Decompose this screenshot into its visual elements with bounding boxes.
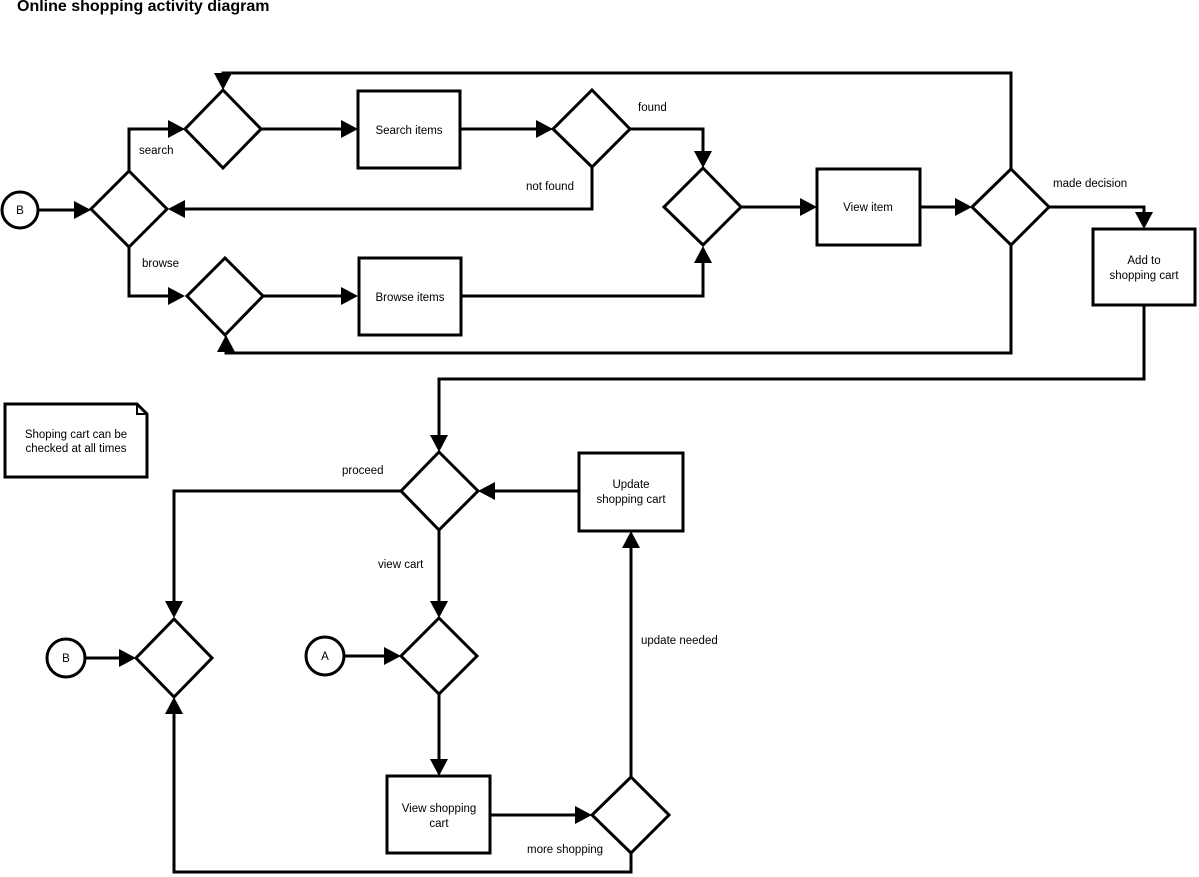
arrowhead bbox=[430, 601, 448, 618]
activity-update-cart[interactable]: Update shopping cart bbox=[577, 451, 685, 533]
activity-view-shopping-cart[interactable]: View shopping cart bbox=[385, 774, 492, 855]
activity-label-line-2: shopping cart bbox=[1109, 270, 1179, 282]
edge-label-not-found: not found bbox=[526, 181, 574, 193]
decision-browse-merge[interactable] bbox=[184, 255, 266, 338]
arrowhead bbox=[341, 120, 358, 138]
edge-proceed bbox=[172, 489, 401, 603]
arrowhead bbox=[168, 287, 185, 305]
decision-made[interactable] bbox=[969, 166, 1052, 248]
arrowhead bbox=[74, 201, 91, 219]
edge-label-proceed: proceed bbox=[342, 465, 384, 477]
edge-add-to-cart-to-cart-decision bbox=[437, 305, 1146, 437]
activity-label: Search items bbox=[375, 125, 442, 137]
arrowhead bbox=[536, 120, 553, 138]
decision-update-or-shop[interactable] bbox=[589, 774, 672, 856]
activity-label-line-1: Add to bbox=[1127, 255, 1160, 267]
edge-not-found bbox=[183, 167, 594, 211]
arrowhead bbox=[384, 647, 401, 665]
note-text-line-1: Shoping cart can be bbox=[25, 429, 127, 441]
edge-more-shopping bbox=[172, 712, 633, 874]
arrowhead bbox=[622, 531, 640, 548]
decision-view-cart-merge[interactable] bbox=[398, 615, 480, 697]
decision-view-merge[interactable] bbox=[661, 165, 744, 248]
edge-made-decision bbox=[1049, 205, 1146, 213]
arrowhead bbox=[217, 335, 235, 352]
connector-b-end[interactable]: B bbox=[45, 637, 87, 679]
arrowhead bbox=[165, 697, 183, 714]
edge-label-update-needed: update needed bbox=[641, 635, 718, 647]
arrowhead bbox=[694, 246, 712, 263]
connector-b-start[interactable]: B bbox=[0, 190, 40, 230]
edge-label-found: found bbox=[638, 102, 667, 114]
arrowhead bbox=[168, 200, 185, 218]
activity-label-line-2: cart bbox=[429, 818, 449, 830]
decision-entry[interactable] bbox=[88, 168, 170, 250]
connector-a[interactable]: A bbox=[304, 635, 346, 677]
activity-label: Browse items bbox=[375, 292, 444, 304]
diagram-title: Online shopping activity diagram bbox=[17, 0, 270, 15]
activity-label-line-1: View shopping bbox=[402, 803, 477, 815]
arrowhead bbox=[478, 482, 495, 500]
edge-label-browse: browse bbox=[142, 258, 179, 270]
note-text-line-2: checked at all times bbox=[26, 443, 127, 455]
edge-label-search: search bbox=[139, 145, 174, 157]
activity-add-to-cart[interactable]: Add to shopping cart bbox=[1091, 227, 1197, 307]
edge-browse bbox=[127, 247, 170, 298]
note: Shoping cart can be checked at all times bbox=[3, 402, 149, 479]
arrowhead bbox=[430, 435, 448, 452]
arrowhead bbox=[119, 649, 136, 667]
edge-browse-items-to-merge bbox=[461, 261, 705, 298]
decision-cart[interactable] bbox=[398, 449, 481, 533]
activity-view-item[interactable]: View item bbox=[815, 167, 922, 247]
arrowhead bbox=[430, 759, 448, 776]
arrowhead bbox=[800, 198, 817, 216]
edge-label-view-cart: view cart bbox=[378, 559, 424, 571]
activity-search-items[interactable]: Search items bbox=[356, 89, 462, 170]
connector-label: B bbox=[16, 205, 24, 217]
connector-label: B bbox=[62, 653, 70, 665]
decision-checkout-merge[interactable] bbox=[133, 616, 215, 700]
activity-label: View item bbox=[843, 202, 893, 214]
arrowhead bbox=[694, 151, 712, 168]
edge-found bbox=[630, 127, 705, 153]
activity-label-line-1: Update bbox=[612, 479, 649, 491]
connector-label: A bbox=[321, 651, 329, 663]
arrowhead bbox=[955, 198, 972, 216]
edge-label-more-shopping: more shopping bbox=[527, 844, 603, 856]
activity-browse-items[interactable]: Browse items bbox=[357, 256, 463, 337]
arrowhead bbox=[1135, 212, 1153, 229]
activity-label-line-2: shopping cart bbox=[596, 494, 666, 506]
edge-label-made-decision: made decision bbox=[1053, 178, 1127, 190]
decision-found[interactable] bbox=[550, 87, 633, 170]
decision-search-merge[interactable] bbox=[182, 87, 264, 171]
arrowhead bbox=[575, 806, 592, 824]
arrowhead bbox=[165, 601, 183, 618]
arrowhead bbox=[341, 287, 358, 305]
arrowhead bbox=[168, 120, 185, 138]
arrowhead bbox=[214, 73, 232, 90]
edge-search bbox=[127, 127, 170, 171]
